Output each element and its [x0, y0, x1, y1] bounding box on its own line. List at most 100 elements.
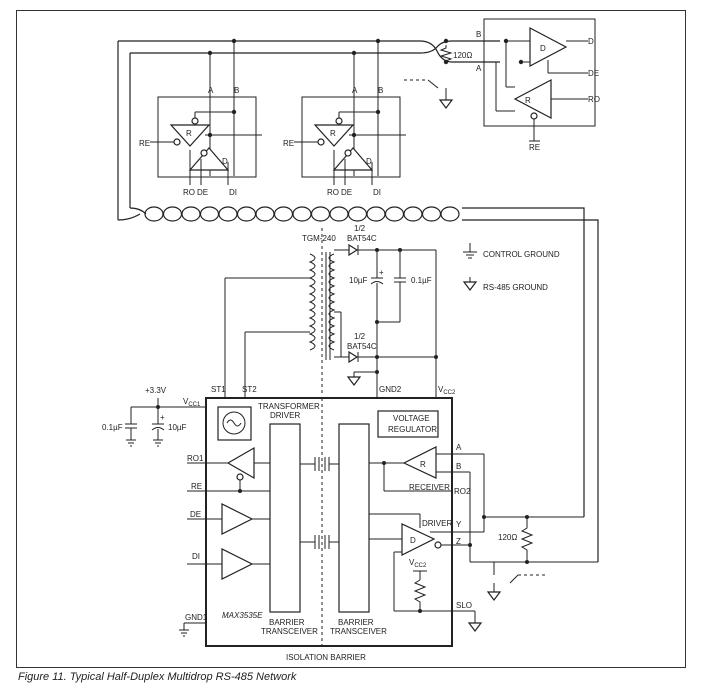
diode-top-half-label: 1/2: [354, 224, 366, 233]
twisted-pair-coil: [329, 206, 349, 222]
twisted-pair-coil: [366, 206, 386, 222]
power-section: TGM-240 1/2 BAT54C 1/2 BAT54C + 10µF 0.1…: [224, 224, 456, 398]
cap-left-01uf-label: 0.1µF: [102, 423, 123, 432]
cap-left-10uf-label: 10µF: [168, 423, 187, 432]
node1-di-label: DI: [229, 188, 237, 197]
vcc2-inner-label: VCC2: [409, 558, 427, 569]
node1-de-label: DE: [197, 188, 208, 197]
twisted-pair-coil: [273, 206, 294, 222]
node-1: A B R D RE RO DE DI: [139, 38, 262, 197]
voltage-regulator-box: [377, 410, 439, 438]
ro2-label: RO2: [454, 487, 471, 496]
figure-frame: [16, 10, 686, 668]
twisted-pair-coil: [347, 206, 368, 222]
driver-label: DRIVER: [422, 519, 452, 528]
de-chip-label: DE: [190, 510, 201, 519]
node2-b-label: B: [378, 86, 383, 95]
cap-01uf-label: 0.1µF: [411, 276, 432, 285]
chip-z-label: Z: [456, 537, 461, 546]
node-right-ro-label: RO: [588, 95, 600, 104]
node2-di-label: DI: [373, 188, 381, 197]
node2-ro-label: RO: [327, 188, 339, 197]
di-chip-label: DI: [192, 552, 200, 561]
node2-d-label: D: [366, 157, 372, 166]
node2-re-label: RE: [283, 139, 294, 148]
twisted-pair-coil: [384, 206, 405, 222]
twisted-pair-coil: [421, 206, 442, 222]
node-right-b-label: B: [476, 30, 481, 39]
chip-receiver-r-label: R: [420, 460, 426, 469]
gnd2-label: GND2: [379, 385, 402, 394]
receiver-label: RECEIVER: [409, 483, 450, 492]
slo-label: SLO: [456, 601, 472, 610]
node1-ro-label: RO: [183, 188, 195, 197]
node-right-de-label: DE: [588, 69, 599, 78]
chip-y-label: Y: [456, 520, 462, 529]
vcc1-label: VCC1: [183, 397, 201, 408]
node-right-re-label: RE: [529, 143, 540, 152]
twisted-pair-coil: [199, 206, 220, 222]
voltage-regulator-label-2: REGULATOR: [388, 425, 437, 434]
figure-caption: Figure 11. Typical Half-Duplex Multidrop…: [18, 671, 297, 683]
node-right-r-label: R: [525, 96, 531, 105]
transformer-label: TGM-240: [302, 234, 336, 243]
twisted-pair-coil: [181, 206, 201, 222]
diode-bottom-half-label: 1/2: [354, 332, 366, 341]
twisted-pair-coil: [162, 206, 183, 222]
barrier-transceiver-left: [269, 423, 301, 613]
re-chip-label: RE: [191, 482, 202, 491]
chip-driver-d-label: D: [410, 536, 416, 545]
twisted-pair-coil: [255, 206, 275, 222]
chip-b-label: B: [456, 462, 461, 471]
barrier-left-label-1: BARRIER: [269, 618, 305, 627]
twisted-pair-coil: [236, 206, 257, 222]
barrier-right-label-1: BARRIER: [338, 618, 374, 627]
diode-bottom-part-label: BAT54C: [347, 342, 377, 351]
top-termination-resistor-label: 120Ω: [453, 51, 472, 60]
vcc2-top-label: VCC2: [438, 385, 456, 396]
cap-left-plus: +: [160, 413, 165, 422]
voltage-regulator-label-1: VOLTAGE: [393, 414, 430, 423]
node1-re-label: RE: [139, 139, 150, 148]
rs485-ground-label: RS-485 GROUND: [483, 283, 548, 292]
receiver-triangle-right: [513, 79, 552, 119]
node-right: D R DI DE RO RE B A 120Ω: [404, 18, 600, 152]
cap-10uf-label: 10µF: [349, 276, 368, 285]
v33-label: +3.3V: [145, 386, 167, 395]
node1-b-label: B: [234, 86, 239, 95]
st2-label: ST2: [242, 385, 257, 394]
barrier-right-label-2: TRANSCEIVER: [330, 627, 387, 636]
transformer-driver-label-1: TRANSFORMER: [258, 402, 320, 411]
node2-r-label: R: [330, 129, 336, 138]
chip-a-label: A: [456, 443, 462, 452]
barrier-transceiver-right: [338, 423, 370, 613]
transformer-driver-label-2: DRIVER: [270, 411, 300, 420]
diode-top-part-label: BAT54C: [347, 234, 377, 243]
node-right-di-label: DI: [588, 37, 596, 46]
ground-legend: CONTROL GROUND RS-485 GROUND: [462, 243, 560, 292]
part-number-label: MAX3535E: [222, 611, 263, 620]
barrier-left-label-2: TRANSCEIVER: [261, 627, 318, 636]
bottom-termination: 120Ω: [452, 454, 598, 601]
ro1-label: RO1: [187, 454, 204, 463]
twisted-pair-coil: [144, 206, 164, 222]
twisted-pair-coil: [292, 206, 312, 222]
bottom-twisted-pair: [117, 206, 599, 562]
gnd1-label: GND1: [185, 613, 208, 622]
st1-label: ST1: [211, 385, 226, 394]
twisted-pair-coil: [310, 206, 331, 222]
node-right-a-label: A: [476, 64, 482, 73]
node1-r-label: R: [186, 129, 192, 138]
node2-a-label: A: [352, 86, 358, 95]
node1-a-label: A: [208, 86, 214, 95]
twisted-pair-coil: [440, 206, 460, 222]
control-ground-label: CONTROL GROUND: [483, 250, 560, 259]
twisted-pair-coil: [218, 206, 238, 222]
node-right-d-label: D: [540, 44, 546, 53]
isolation-barrier-label: ISOLATION BARRIER: [286, 653, 366, 662]
cap-10uf-plus: +: [379, 268, 384, 277]
node2-de-label: DE: [341, 188, 352, 197]
twisted-pair-coil: [403, 206, 423, 222]
left-supply: +3.3V VCC1 0.1µF + 10µF: [102, 386, 206, 447]
